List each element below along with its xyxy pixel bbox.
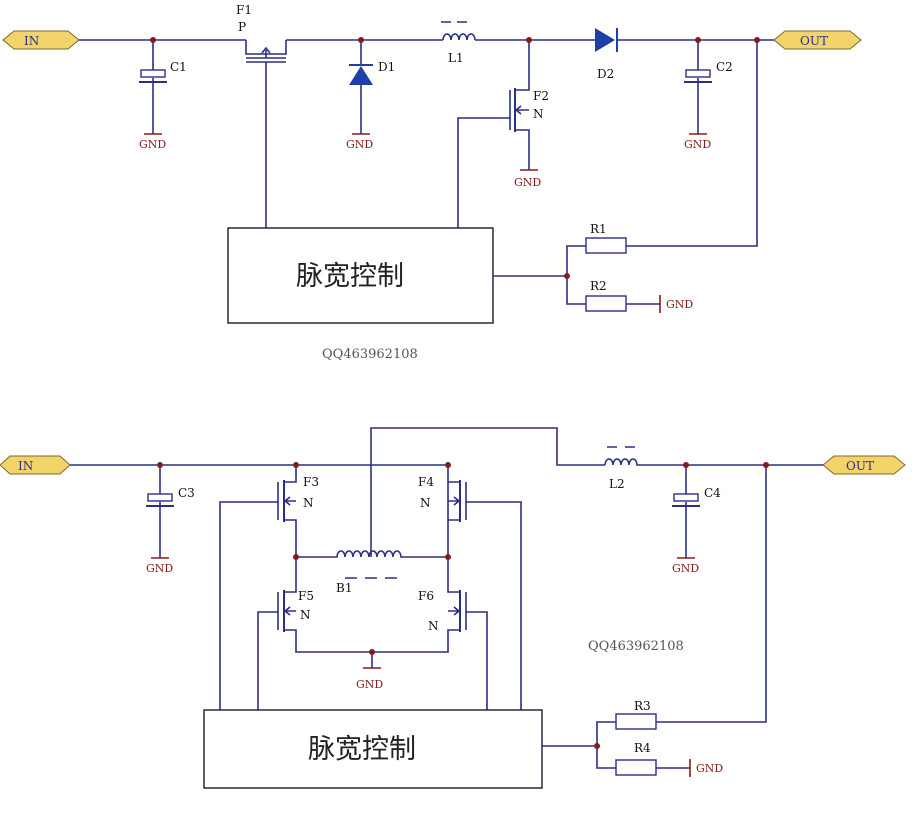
top-circuit: IN OUT C1 GND F1 P <box>2 3 862 362</box>
top-f1-mosfet: F1 P <box>236 3 287 228</box>
top-c1-capacitor: C1 GND <box>139 40 187 151</box>
bottom-sense-wire <box>656 465 767 723</box>
top-l1-inductor: L1 <box>441 21 476 65</box>
bottom-junctions <box>157 462 769 749</box>
top-c2-capacitor: C2 GND <box>684 40 733 151</box>
top-d2-diode: D2 <box>595 28 618 81</box>
top-d1-gnd: GND <box>346 138 373 151</box>
top-in-port: IN <box>2 30 80 50</box>
bottom-c4-capacitor: C4 GND <box>672 465 721 575</box>
top-r2-resistor <box>585 295 627 312</box>
top-watermark: QQ463962108 <box>322 347 418 362</box>
bottom-watermark: QQ463962108 <box>588 639 684 654</box>
top-in-label: IN <box>24 34 39 48</box>
top-sense-wire <box>626 40 758 247</box>
top-c2-label: C2 <box>716 60 733 74</box>
bottom-b1-transformer: B1 <box>296 427 605 595</box>
top-feedback-divider: R1 R2 GND <box>493 222 693 313</box>
top-f2-mosfet: F2 N GND <box>457 40 549 228</box>
top-f2-label: F2 <box>533 89 549 103</box>
bottom-f6-label: F6 <box>418 589 434 603</box>
bottom-f3-label: F3 <box>303 475 319 489</box>
bottom-circuit: IN OUT C3 GND F3 N <box>0 427 906 789</box>
bottom-bridge-gnd: GND <box>356 652 383 691</box>
bottom-in-label: IN <box>18 459 33 473</box>
bottom-c3-gnd: GND <box>146 562 173 575</box>
top-f1-type: P <box>238 20 246 34</box>
bottom-f3-mosfet: F3 N <box>219 475 319 710</box>
top-pwm-control-block: 脉宽控制 <box>227 227 494 324</box>
top-d1-diode: D1 GND <box>346 40 395 151</box>
bottom-r3-label: R3 <box>634 699 651 713</box>
top-control-label: 脉宽控制 <box>296 261 404 292</box>
bottom-r4-gnd: GND <box>696 762 723 775</box>
top-r1-resistor <box>585 237 627 254</box>
top-c1-label: C1 <box>170 60 187 74</box>
bottom-f4-label: F4 <box>418 475 434 489</box>
top-r2-gnd: GND <box>666 298 693 311</box>
bottom-out-port: OUT <box>822 455 906 475</box>
bottom-f5-type: N <box>300 608 311 622</box>
bottom-f6-mosfet: F6 N <box>418 589 488 710</box>
top-r1-label: R1 <box>590 222 607 236</box>
bottom-r3-resistor <box>615 713 657 730</box>
bottom-c4-gnd: GND <box>672 562 699 575</box>
bottom-f3-type: N <box>303 496 314 510</box>
top-c2-gnd: GND <box>684 138 711 151</box>
top-out-label: OUT <box>800 34 828 48</box>
bottom-f5-mosfet: F5 N <box>257 589 314 710</box>
bottom-f4-type: N <box>420 496 431 510</box>
bottom-f4-mosfet: F4 N <box>418 475 522 710</box>
bottom-c3-capacitor: C3 GND <box>146 465 195 575</box>
top-d2-label: D2 <box>597 67 614 81</box>
top-out-port: OUT <box>773 30 862 50</box>
top-junctions <box>150 37 760 279</box>
bottom-c3-label: C3 <box>178 486 195 500</box>
top-l1-label: L1 <box>448 51 464 65</box>
bottom-control-label: 脉宽控制 <box>308 734 416 765</box>
bottom-out-label: OUT <box>846 459 874 473</box>
bottom-l2-inductor: L2 <box>604 446 823 491</box>
top-f1-label: F1 <box>236 3 252 17</box>
bottom-r4-label: R4 <box>634 741 651 755</box>
bottom-b1-label: B1 <box>336 581 352 595</box>
bottom-f6-type: N <box>428 619 439 633</box>
bottom-feedback-divider: R3 R4 GND <box>542 699 723 777</box>
top-c1-gnd: GND <box>139 138 166 151</box>
bottom-bridge-gnd-label: GND <box>356 678 383 691</box>
top-d1-label: D1 <box>378 60 395 74</box>
bottom-in-port: IN <box>0 455 71 475</box>
bottom-f5-label: F5 <box>298 589 314 603</box>
top-f2-type: N <box>533 107 544 121</box>
bottom-c4-label: C4 <box>704 486 721 500</box>
top-r2-label: R2 <box>590 279 607 293</box>
bottom-r4-resistor <box>615 759 657 776</box>
bottom-pwm-control-block: 脉宽控制 <box>203 709 543 789</box>
top-f2-gnd: GND <box>514 176 541 189</box>
bottom-l2-label: L2 <box>609 477 625 491</box>
